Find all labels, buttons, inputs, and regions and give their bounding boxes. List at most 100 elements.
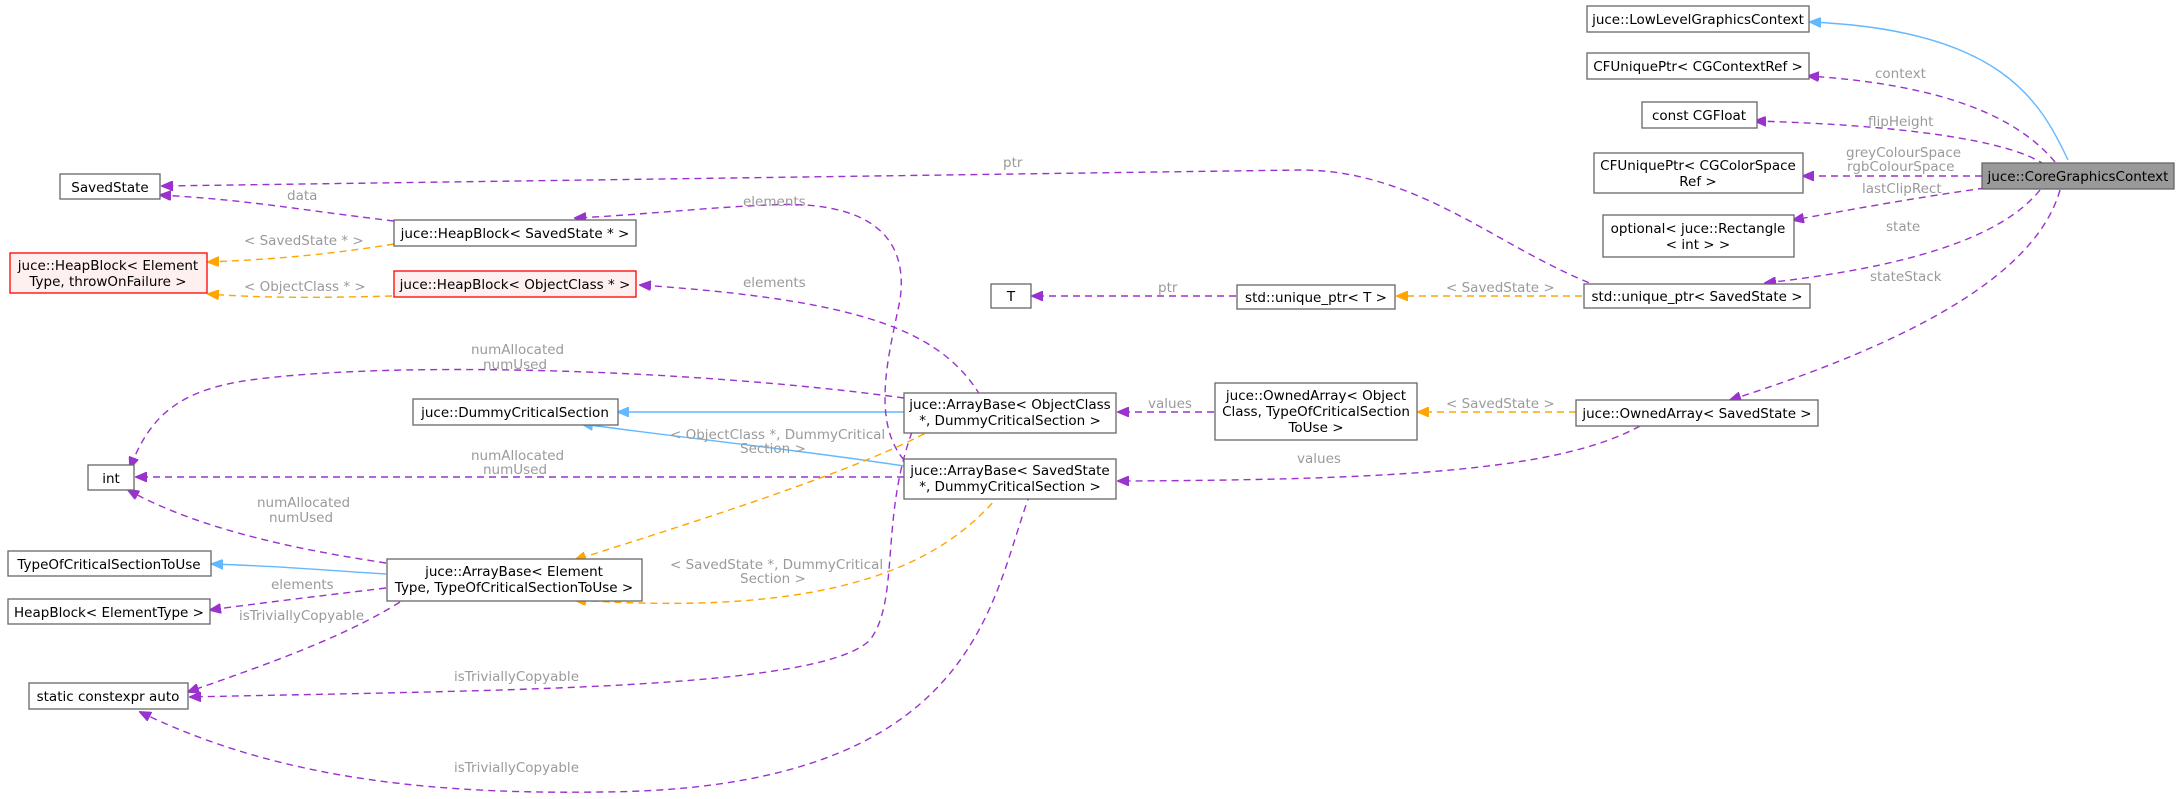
node-label: int xyxy=(102,471,120,487)
node-low-level-graphics-context[interactable]: juce::LowLevelGraphicsContext xyxy=(1586,5,1810,33)
node-label-line-2: Class, TypeOfCriticalSection xyxy=(1222,404,1410,420)
edge-values-saved xyxy=(1118,425,1641,481)
edge-trivial-saved xyxy=(140,493,1031,793)
node-label-line-2: Ref > xyxy=(1679,174,1716,190)
node-arraybase-elementtype[interactable]: juce::ArrayBase< Element Type, TypeOfCri… xyxy=(386,558,643,602)
label-flipheight: flipHeight xyxy=(1868,114,1933,130)
edge-tmpl-obj-cs xyxy=(575,427,936,560)
edge-core-inherits-lowlevel xyxy=(1810,22,2069,161)
node-label-line-2: *, DummyCriticalSection > xyxy=(919,413,1101,429)
node-label-line-1: juce::ArrayBase< SavedState xyxy=(909,463,1109,479)
node-label-line-1: juce::HeapBlock< Element xyxy=(17,258,198,274)
node-savedstate[interactable]: SavedState xyxy=(59,173,161,200)
node-label-line-1: optional< juce::Rectangle xyxy=(1611,221,1786,237)
label-trivial-obj: isTriviallyCopyable xyxy=(454,669,579,685)
node-label: juce::HeapBlock< SavedState * > xyxy=(400,226,630,242)
node-cf-unique-ptr-context[interactable]: CFUniquePtr< CGContextRef > xyxy=(1586,52,1810,80)
node-label: HeapBlock< ElementType > xyxy=(14,605,204,621)
edge-arraybase-saved-inherits-dummy xyxy=(582,424,905,467)
label-context: context xyxy=(1875,66,1926,82)
label-numused-elem: numUsed xyxy=(269,510,333,526)
edges xyxy=(128,22,2069,793)
nodes: juce::CoreGraphicsContext juce::LowLevel… xyxy=(7,5,2175,710)
label-elements-saved: elements xyxy=(743,194,806,210)
node-label: SavedState xyxy=(71,180,148,196)
label-statestack: stateStack xyxy=(1870,269,1942,285)
edge-data xyxy=(160,195,395,222)
node-heapblock-element[interactable]: juce::HeapBlock< Element Type, throwOnFa… xyxy=(9,252,208,294)
label-trivial-elem: isTriviallyCopyable xyxy=(239,608,364,624)
label-tmpl-obj-cs-2: Section > xyxy=(740,441,806,457)
label-numallocated-saved: numAllocated xyxy=(471,448,564,464)
label-values-saved: values xyxy=(1297,451,1341,467)
node-label-line-1: juce::ArrayBase< ObjectClass xyxy=(908,397,1110,413)
node-label: static constexpr auto xyxy=(37,689,180,705)
edge-statestack xyxy=(1730,189,2061,400)
label-tmpl-saved-cs-2: Section > xyxy=(740,571,806,587)
edge-tmpl-obj-ptr xyxy=(208,294,393,297)
edge-lastclip xyxy=(1793,187,1986,220)
node-label-line-1: juce::ArrayBase< Element xyxy=(424,564,603,580)
edge-trivial-obj xyxy=(190,431,913,697)
node-label: juce::CoreGraphicsContext xyxy=(1987,169,2169,185)
node-label-line-2: Type, throwOnFailure > xyxy=(28,274,186,290)
edge-num-obj xyxy=(130,368,905,468)
label-state: state xyxy=(1886,219,1920,235)
node-arraybase-savedstate[interactable]: juce::ArrayBase< SavedState *, DummyCrit… xyxy=(903,458,1117,500)
node-heapblock-elementtype[interactable]: HeapBlock< ElementType > xyxy=(7,598,211,625)
edge-arraybase-elem-inherits-typecs xyxy=(212,564,387,575)
node-type-of-critical-section[interactable]: TypeOfCriticalSectionToUse xyxy=(7,550,212,577)
node-heapblock-objectclass[interactable]: juce::HeapBlock< ObjectClass * > xyxy=(393,270,637,298)
node-unique-ptr-savedstate[interactable]: std::unique_ptr< SavedState > xyxy=(1583,283,1811,309)
edge-flipheight xyxy=(1755,121,2046,166)
label-tmpl-saved-owned: < SavedState > xyxy=(1446,396,1555,412)
node-dummy-critical-section[interactable]: juce::DummyCriticalSection xyxy=(412,398,619,426)
label-ptr-saved: ptr xyxy=(1003,155,1023,171)
node-heapblock-savedstate[interactable]: juce::HeapBlock< SavedState * > xyxy=(393,219,637,247)
node-label: juce::OwnedArray< SavedState > xyxy=(1581,406,1811,422)
label-tmpl-saved-ptr: < SavedState * > xyxy=(244,233,364,249)
node-int[interactable]: int xyxy=(87,464,135,491)
label-ptr-t: ptr xyxy=(1158,280,1178,296)
label-tmpl-obj-ptr: < ObjectClass * > xyxy=(244,279,366,295)
label-numallocated-elem: numAllocated xyxy=(257,495,350,511)
label-tmpl-obj-cs-1: < ObjectClass *, DummyCritical xyxy=(670,427,885,443)
node-label: CFUniquePtr< CGContextRef > xyxy=(1593,59,1803,75)
label-data: data xyxy=(287,188,317,204)
label-greycolourspace: greyColourSpace xyxy=(1846,145,1961,161)
edge-state xyxy=(1765,189,2041,283)
node-static-constexpr-auto[interactable]: static constexpr auto xyxy=(28,682,189,710)
node-label: juce::HeapBlock< ObjectClass * > xyxy=(399,277,631,293)
edge-labels: context flipHeight greyColourSpace rgbCo… xyxy=(239,66,1961,776)
node-label-line-2: Type, TypeOfCriticalSectionToUse > xyxy=(394,580,633,596)
node-cf-unique-ptr-colorspace[interactable]: CFUniquePtr< CGColorSpace Ref > xyxy=(1593,152,1804,194)
node-core-graphics-context[interactable]: juce::CoreGraphicsContext xyxy=(1981,162,2175,190)
node-optional-rectangle[interactable]: optional< juce::Rectangle < int > > xyxy=(1602,214,1795,258)
node-label-line-1: juce::OwnedArray< Object xyxy=(1225,388,1406,404)
edge-ptr-saved xyxy=(162,169,1601,288)
label-numused-saved: numUsed xyxy=(483,462,547,478)
label-trivial-saved: isTriviallyCopyable xyxy=(454,760,579,776)
node-label: juce::LowLevelGraphicsContext xyxy=(1591,12,1804,28)
node-label-line-2: < int > > xyxy=(1666,237,1730,253)
node-label-line-3: ToUse > xyxy=(1287,420,1343,436)
label-elements-obj: elements xyxy=(743,275,806,291)
node-owned-array-savedstate[interactable]: juce::OwnedArray< SavedState > xyxy=(1575,399,1819,427)
node-label: std::unique_ptr< SavedState > xyxy=(1591,289,1802,305)
node-arraybase-objectclass[interactable]: juce::ArrayBase< ObjectClass *, DummyCri… xyxy=(903,392,1117,434)
node-const-cgfloat[interactable]: const CGFloat xyxy=(1641,101,1758,129)
label-rgbcolourspace: rgbColourSpace xyxy=(1847,159,1954,175)
label-values-obj: values xyxy=(1148,396,1192,412)
edge-tmpl-saved-ptr xyxy=(208,243,395,262)
node-label: T xyxy=(1006,289,1016,305)
node-label: juce::DummyCriticalSection xyxy=(420,405,609,421)
node-label-line-1: CFUniquePtr< CGColorSpace xyxy=(1600,158,1796,174)
label-elements-elem: elements xyxy=(271,577,334,593)
node-owned-array-objectclass[interactable]: juce::OwnedArray< Object Class, TypeOfCr… xyxy=(1214,382,1418,441)
label-tmpl-saved-cs-1: < SavedState *, DummyCritical xyxy=(670,557,883,573)
node-unique-ptr-t[interactable]: std::unique_ptr< T > xyxy=(1236,284,1396,310)
edge-tmpl-saved-cs xyxy=(575,493,1001,603)
node-t[interactable]: T xyxy=(990,283,1032,309)
edge-context xyxy=(1808,76,2056,163)
